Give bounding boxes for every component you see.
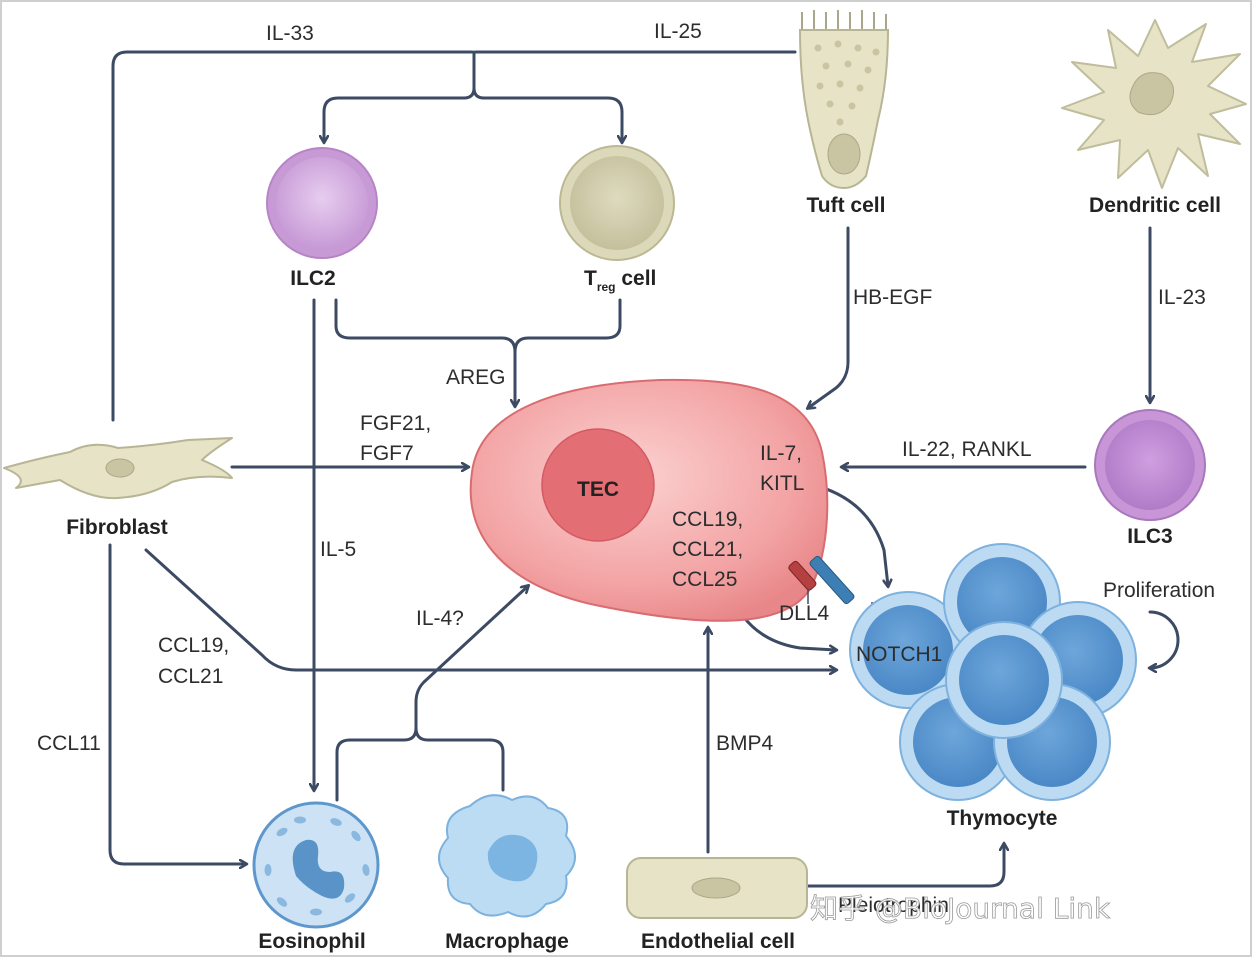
treg-label: Treg cell — [584, 267, 656, 294]
areg-line-treg — [513, 298, 622, 354]
ilc3-cell: ILC3 — [1094, 409, 1206, 548]
fibroblast-label: Fibroblast — [66, 516, 168, 539]
fgf21-label: FGF21, — [360, 412, 431, 435]
bmp4-label: BMP4 — [716, 732, 774, 755]
il4-line-macrophage — [414, 726, 505, 792]
tuft-cell-label: Tuft cell — [807, 194, 886, 217]
dendritic-cell-label: Dendritic cell — [1089, 194, 1221, 217]
arrow-to-ilc2 — [324, 50, 476, 142]
dll4-ligand — [788, 560, 817, 591]
il5-label: IL-5 — [320, 538, 356, 561]
endothelial-nucleus — [691, 877, 741, 899]
tuft-granules — [814, 40, 880, 126]
hbegf-label: HB-EGF — [853, 286, 932, 309]
thymocyte-cluster: Thymocyte — [849, 543, 1137, 830]
kitl-label: KITL — [760, 472, 804, 495]
eosinophil-label: Eosinophil — [258, 930, 365, 953]
endothelial-label: Endothelial cell — [641, 930, 795, 953]
ccl11-label: CCL11 — [37, 732, 101, 755]
areg-label: AREG — [446, 366, 506, 389]
fgf7-label: FGF7 — [360, 442, 414, 465]
fibroblast-ccl-arrow — [144, 548, 836, 670]
tec-nucleus — [541, 428, 655, 542]
pleiotrophin-arrow — [806, 844, 1004, 888]
thymocyte-label: Thymocyte — [947, 807, 1058, 830]
ilc2-label: ILC2 — [290, 267, 336, 290]
notch1-label: NOTCH1 — [856, 643, 942, 666]
tuft-microvilli — [801, 10, 887, 30]
ilc2-nucleus — [276, 157, 368, 249]
dll4-label: DLL4 — [779, 602, 830, 625]
endothelial-cell: Endothelial cell — [626, 857, 808, 953]
dendritic-nucleus — [1129, 72, 1175, 116]
arrow-to-treg — [472, 86, 622, 142]
fibroblast-nucleus — [105, 458, 135, 478]
tec-ccl21-label: CCL21, — [672, 538, 743, 561]
treg-cell: Treg cell — [559, 145, 675, 294]
il7-label: IL-7, — [760, 442, 802, 465]
tec-label: TEC — [577, 478, 619, 501]
thymocyte-6 — [945, 621, 1063, 739]
proliferation-label: Proliferation — [1103, 579, 1215, 602]
tuft-cell: Tuft cell — [798, 10, 890, 217]
macrophage-nucleus — [487, 834, 538, 882]
il33-label: IL-33 — [266, 22, 314, 45]
dendritic-cell: Dendritic cell — [1061, 19, 1247, 217]
treg-nucleus — [570, 156, 664, 250]
signal-arrows — [108, 50, 1180, 888]
tec-ccl19-label: CCL19, — [672, 508, 743, 531]
macrophage-cell: Macrophage — [438, 794, 576, 953]
il4-arrow — [335, 586, 528, 802]
ilc3-nucleus — [1105, 420, 1195, 510]
macrophage-label: Macrophage — [445, 930, 569, 953]
pleiotrophin-label: Pleiotrophin — [838, 894, 949, 917]
tec-ccl25-label: CCL25 — [672, 568, 737, 591]
thymocyte-1 — [849, 591, 967, 709]
il4-label: IL-4? — [416, 607, 464, 630]
signal-labels: IL-33 IL-25 HB-EGF IL-23 AREG FGF21, FGF… — [37, 20, 1215, 917]
fibroblast-ccl19-label: CCL19, — [158, 634, 229, 657]
ilc2-cell: ILC2 — [266, 147, 378, 290]
ccl11-arrow — [108, 543, 246, 864]
il22-rankl-label: IL-22, RANKL — [902, 438, 1032, 461]
il33-line — [111, 50, 474, 422]
eosinophil-nucleus — [292, 839, 345, 899]
tuft-nucleus — [827, 133, 861, 175]
watermark-text: 知乎 @BioJournal Link — [810, 892, 1111, 925]
proliferation-arrow — [1150, 610, 1180, 668]
il23-label: IL-23 — [1158, 286, 1206, 309]
ilc3-label: ILC3 — [1127, 525, 1173, 548]
hbegf-arrow — [808, 226, 850, 408]
il25-label: IL-25 — [654, 20, 702, 43]
fibroblast-ccl21-label: CCL21 — [158, 665, 223, 688]
fibroblast-cell: Fibroblast — [3, 437, 233, 539]
tec-cell: TEC — [469, 378, 829, 622]
eosinophil-granules — [264, 816, 370, 916]
areg-arrow — [334, 298, 515, 406]
eosinophil-cell: Eosinophil — [252, 801, 380, 953]
notch1-receptor — [809, 555, 855, 605]
